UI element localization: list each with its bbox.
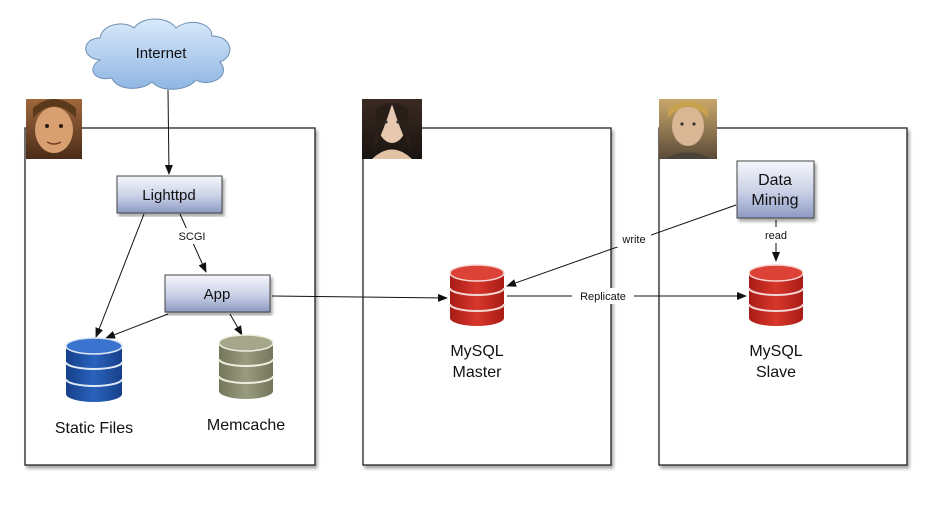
edge-app-static	[105, 313, 169, 339]
data-mining-label-1: Data	[758, 172, 792, 189]
mysql-master-label-2: Master	[453, 364, 503, 381]
edge-label-read: read	[765, 230, 787, 242]
mysql-master-label-1: MySQL	[450, 343, 503, 360]
edge-label-scgi: SCGI	[179, 231, 206, 243]
memcache-label: Memcache	[207, 417, 285, 434]
edge-internet-lighttpd	[164, 89, 173, 175]
static-files-db-icon	[65, 337, 123, 402]
mysql-slave-label-1: MySQL	[749, 343, 802, 360]
avatar-server-1-icon	[26, 99, 82, 159]
lighttpd-label: Lighttpd	[142, 187, 195, 204]
avatar-server-2-icon	[362, 99, 422, 159]
internet-cloud: Internet	[85, 18, 231, 90]
app-node: App	[164, 274, 271, 313]
mysql-slave-db-icon	[748, 264, 804, 326]
edge-label-replicate: Replicate	[580, 291, 626, 303]
edge-label-write: write	[621, 234, 645, 246]
memcache-db-icon	[218, 334, 274, 399]
app-label: App	[204, 286, 231, 303]
lighttpd-node: Lighttpd	[116, 175, 223, 214]
mysql-master-db-icon	[449, 264, 505, 326]
static-files-label: Static Files	[55, 420, 133, 437]
mysql-slave-label-2: Slave	[756, 364, 796, 381]
edge-app-memcache	[229, 313, 243, 336]
avatar-server-3-icon	[659, 99, 717, 159]
edge-lighttpd-static	[95, 213, 145, 338]
data-mining-label-2: Mining	[751, 192, 798, 209]
internet-label: Internet	[136, 45, 188, 62]
edge-app-master	[271, 293, 448, 302]
data-mining-node: Data Mining	[736, 160, 815, 219]
